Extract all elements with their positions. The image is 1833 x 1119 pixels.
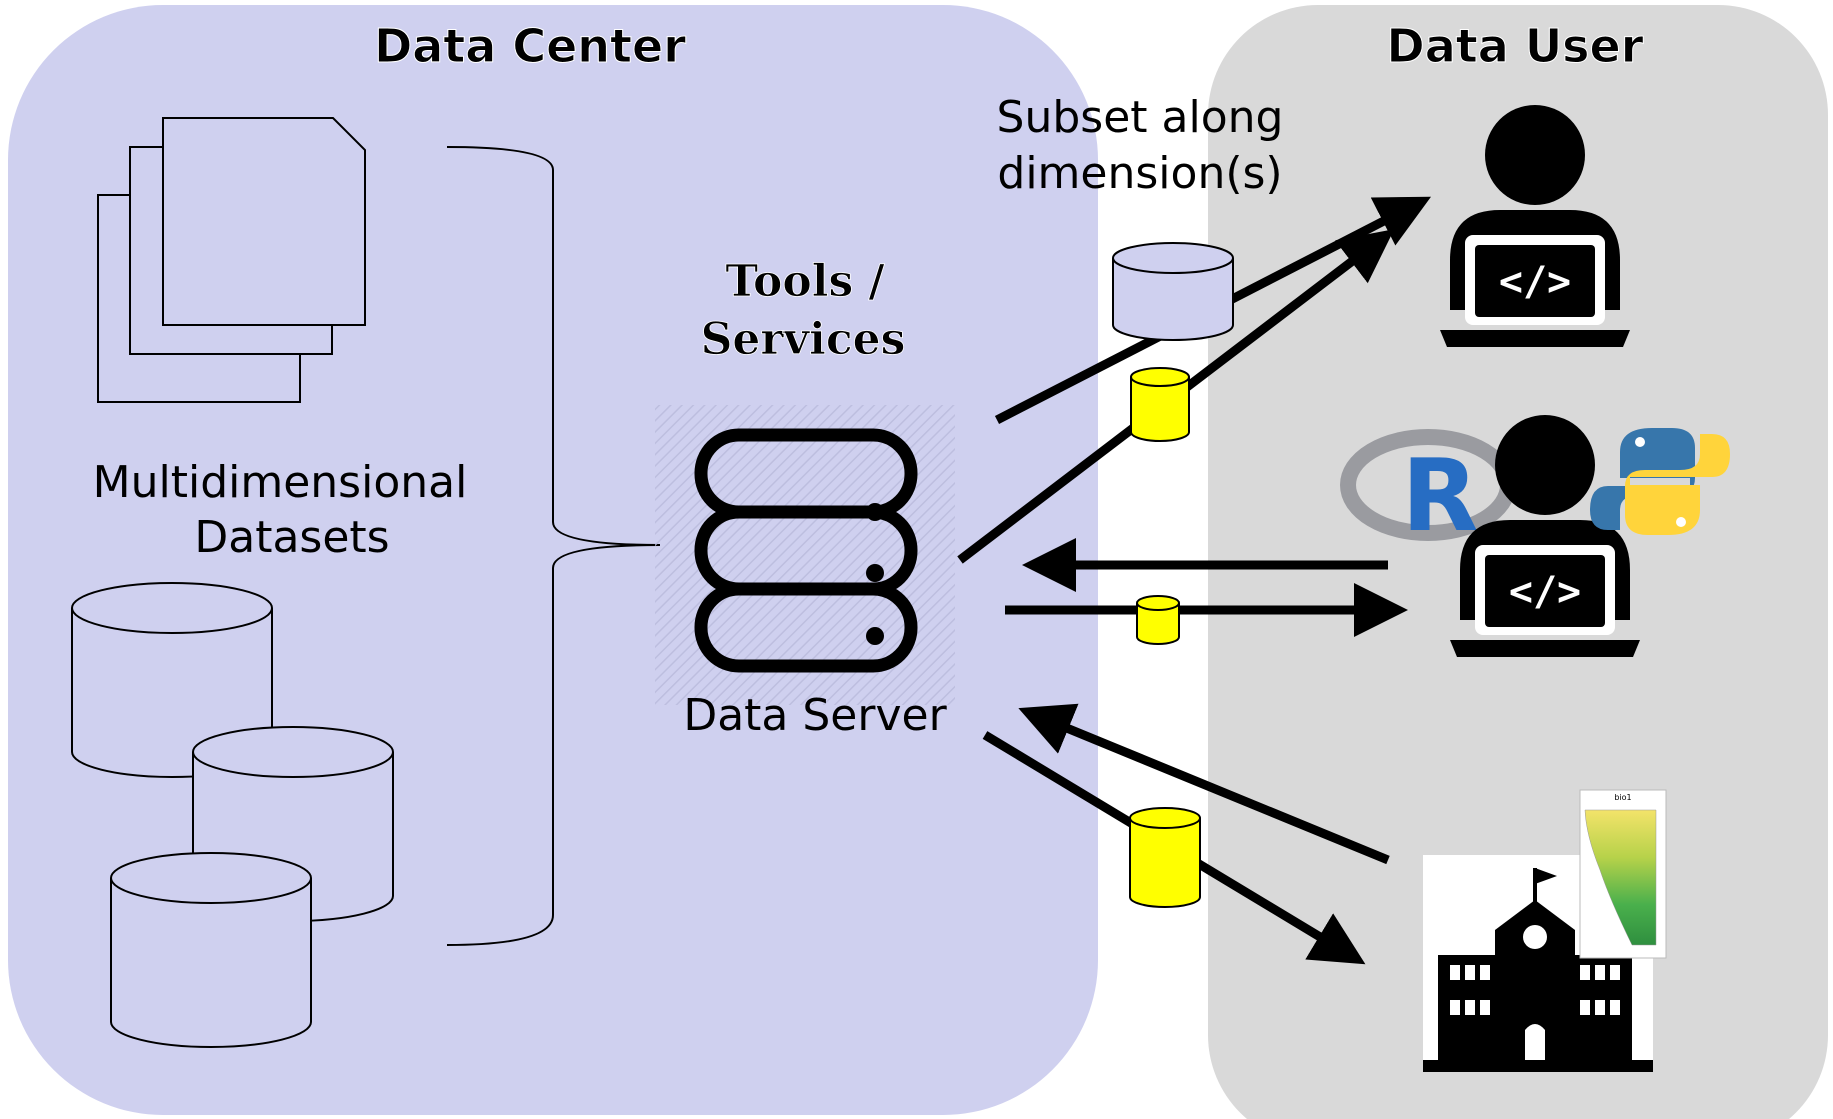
subset-cylinder-icon — [1130, 367, 1190, 442]
svg-text:R: R — [1401, 437, 1478, 554]
tools-label-line2: Services — [701, 314, 906, 365]
subset-cylinder-icon — [1112, 242, 1234, 341]
map-thumbnail-title: bio1 — [1614, 793, 1631, 802]
tools-label-line1: Tools / — [725, 256, 885, 307]
datasets-label-line2: Datasets — [194, 512, 389, 563]
subset-label-line2: dimension(s) — [997, 148, 1282, 199]
datasets-label-line1: Multidimensional — [93, 457, 468, 508]
data-user-title: Data User — [1387, 19, 1644, 73]
data-server-label: Data Server — [683, 690, 947, 741]
arrow-request-from-institution — [1018, 703, 1390, 865]
data-center-title: Data Center — [374, 19, 686, 73]
python-logo-icon — [1590, 428, 1730, 535]
dataset-cylinder-icon — [110, 852, 312, 1048]
database-server-icon — [655, 405, 955, 705]
subset-cylinder-icon — [1129, 807, 1201, 908]
subset-cylinder-icon — [1136, 595, 1180, 645]
subset-label-line1: Subset along — [997, 92, 1284, 143]
map-thumbnail: bio1 — [1579, 789, 1667, 959]
stacked-documents-icon — [97, 117, 366, 403]
r-logo-icon: R — [1340, 429, 1516, 554]
